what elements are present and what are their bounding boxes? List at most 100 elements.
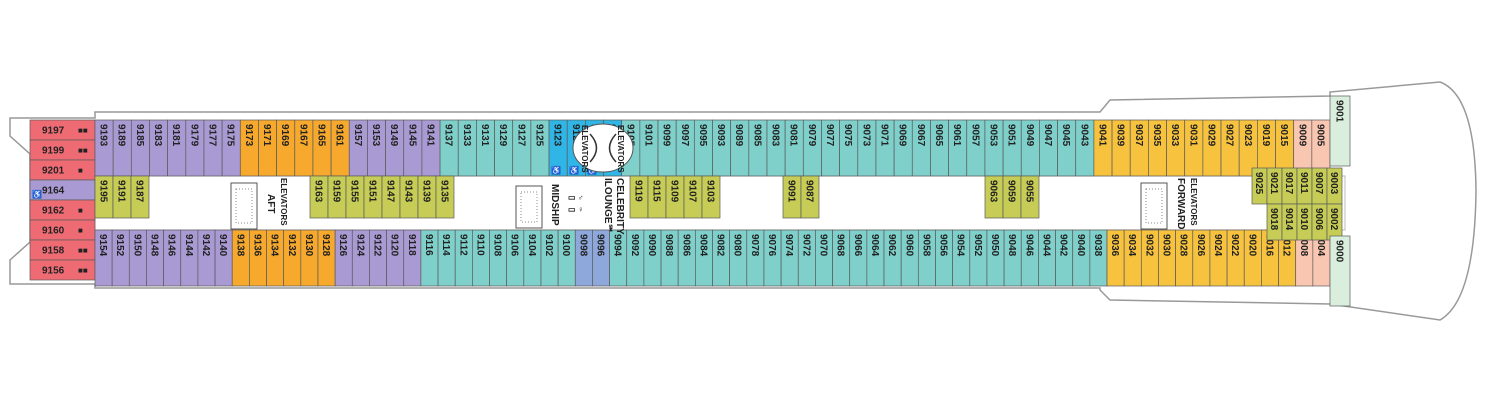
cabin-9160[interactable]: 9160■ (29, 219, 96, 241)
cabin-9120[interactable]: 9120 (386, 229, 405, 287)
cabin-9015[interactable]: 9015 (1275, 119, 1295, 177)
cabin-9077[interactable]: 9077 (821, 119, 840, 177)
cabin-9127[interactable]: 9127 (512, 119, 532, 177)
cabin-9056[interactable]: 9056 (935, 229, 953, 287)
cabin-9079[interactable]: 9079 (802, 119, 822, 177)
cabin-9041[interactable]: 9041 (1093, 119, 1113, 177)
cabin-9162[interactable]: 9162■ (29, 199, 96, 221)
cabin-9161[interactable]: 9161 (330, 119, 350, 177)
cabin-9124[interactable]: 9124 (351, 229, 370, 287)
cabin-9058[interactable]: 9058 (917, 229, 936, 287)
cabin-9092[interactable]: 9092 (626, 229, 645, 287)
cabin-9129[interactable]: 9129 (494, 119, 514, 177)
cabin-9071[interactable]: 9071 (875, 119, 895, 177)
cabin-9169[interactable]: 9169 (276, 119, 296, 177)
cabin-9159[interactable]: 9159 (327, 175, 347, 219)
cabin-9197[interactable]: 9197■■ (29, 119, 96, 141)
cabin-9157[interactable]: 9157 (348, 119, 368, 177)
cabin-9163[interactable]: 9163 (309, 175, 329, 219)
cabin-9060[interactable]: 9060 (900, 229, 919, 287)
cabin-9119[interactable]: 9119 (629, 175, 649, 219)
cabin-9053[interactable]: 9053 (984, 119, 1004, 177)
cabin-9118[interactable]: 9118 (403, 229, 422, 287)
cabin-9148[interactable]: 9148 (146, 229, 164, 287)
cabin-9052[interactable]: 9052 (969, 229, 988, 287)
cabin-9145[interactable]: 9145 (403, 119, 423, 177)
cabin-9104[interactable]: 9104 (523, 229, 542, 287)
cabin-9142[interactable]: 9142 (197, 229, 216, 287)
cabin-9066[interactable]: 9066 (849, 229, 868, 287)
cabin-9173[interactable]: 9173 (239, 119, 259, 177)
cabin-9191[interactable]: 9191 (112, 175, 132, 219)
cabin-9065[interactable]: 9065 (930, 119, 949, 177)
cabin-9048[interactable]: 9048 (1003, 229, 1022, 287)
cabin-9082[interactable]: 9082 (712, 229, 731, 287)
cabin-9033[interactable]: 9033 (1166, 119, 1186, 177)
cabin-9199[interactable]: 9199■■ (29, 139, 96, 161)
cabin-9089[interactable]: 9089 (730, 119, 750, 177)
cabin-9085[interactable]: 9085 (748, 119, 768, 177)
cabin-9097[interactable]: 9097 (675, 119, 695, 177)
cabin-9136[interactable]: 9136 (249, 229, 267, 287)
cabin-9153[interactable]: 9153 (367, 119, 386, 177)
cabin-9025[interactable]: 9025 (1251, 167, 1268, 205)
cabin-9021[interactable]: 9021 (1266, 167, 1283, 205)
cabin-9193[interactable]: 9193 (94, 119, 114, 177)
cabin-9010[interactable]: 9010 (1296, 203, 1313, 241)
cabin-9131[interactable]: 9131 (476, 119, 495, 177)
cabin-9009[interactable]: 9009 (1293, 119, 1313, 177)
cabin-9050[interactable]: 9050 (986, 229, 1005, 287)
cabin-9158[interactable]: 9158■■ (29, 239, 96, 261)
cabin-9051[interactable]: 9051 (1002, 119, 1022, 177)
cabin-9006[interactable]: 9006 (1311, 203, 1328, 241)
cabin-9139[interactable]: 9139 (417, 175, 437, 219)
cabin-9101[interactable]: 9101 (639, 119, 659, 177)
cabin-9179[interactable]: 9179 (185, 119, 205, 177)
cabin-9072[interactable]: 9072 (797, 229, 816, 287)
cabin-9083[interactable]: 9083 (766, 119, 786, 177)
cabin-9045[interactable]: 9045 (1057, 119, 1077, 177)
cabin-9042[interactable]: 9042 (1055, 229, 1074, 287)
cabin-9073[interactable]: 9073 (857, 119, 877, 177)
cabin-9177[interactable]: 9177 (203, 119, 223, 177)
cabin-9122[interactable]: 9122 (369, 229, 387, 287)
cabin-9023[interactable]: 9023 (1238, 119, 1258, 177)
cabin-9017[interactable]: 9017 (1281, 167, 1298, 205)
cabin-9000[interactable]: 9000 (1329, 235, 1351, 307)
cabin-9031[interactable]: 9031 (1184, 119, 1204, 177)
cabin-9011[interactable]: 9011 (1296, 167, 1313, 205)
cabin-9201[interactable]: 9201■ (29, 159, 96, 181)
cabin-9038[interactable]: 9038 (1089, 229, 1108, 287)
cabin-9181[interactable]: 9181 (167, 119, 187, 177)
cabin-9036[interactable]: 9036 (1106, 229, 1125, 287)
cabin-9165[interactable]: 9165 (312, 119, 332, 177)
cabin-9175[interactable]: 9175 (221, 119, 241, 177)
cabin-9086[interactable]: 9086 (677, 229, 696, 287)
cabin-9151[interactable]: 9151 (363, 175, 383, 219)
cabin-9080[interactable]: 9080 (729, 229, 748, 287)
cabin-9081[interactable]: 9081 (784, 119, 804, 177)
cabin-9091[interactable]: 9091 (782, 175, 802, 219)
cabin-9059[interactable]: 9059 (1002, 175, 1022, 219)
cabin-9155[interactable]: 9155 (345, 175, 365, 219)
cabin-9152[interactable]: 9152 (111, 229, 130, 287)
cabin-9156[interactable]: 9156■■ (29, 259, 96, 281)
cabin-9107[interactable]: 9107 (683, 175, 703, 219)
cabin-9095[interactable]: 9095 (693, 119, 713, 177)
cabin-9138[interactable]: 9138 (231, 229, 250, 287)
cabin-9026[interactable]: 9026 (1192, 229, 1211, 287)
cabin-9087[interactable]: 9087 (800, 175, 820, 219)
cabin-9069[interactable]: 9069 (893, 119, 913, 177)
cabin-9133[interactable]: 9133 (457, 119, 477, 177)
cabin-9088[interactable]: 9088 (660, 229, 679, 287)
cabin-9057[interactable]: 9057 (966, 119, 986, 177)
cabin-9154[interactable]: 9154 (94, 229, 113, 287)
cabin-9125[interactable]: 9125 (530, 119, 550, 177)
cabin-9116[interactable]: 9116 (420, 229, 439, 287)
cabin-9027[interactable]: 9027 (1220, 119, 1240, 177)
cabin-9094[interactable]: 9094 (609, 229, 628, 287)
cabin-9068[interactable]: 9068 (832, 229, 851, 287)
cabin-9185[interactable]: 9185 (130, 119, 150, 177)
cabin-9132[interactable]: 9132 (283, 229, 302, 287)
cabin-9099[interactable]: 9099 (657, 119, 677, 177)
